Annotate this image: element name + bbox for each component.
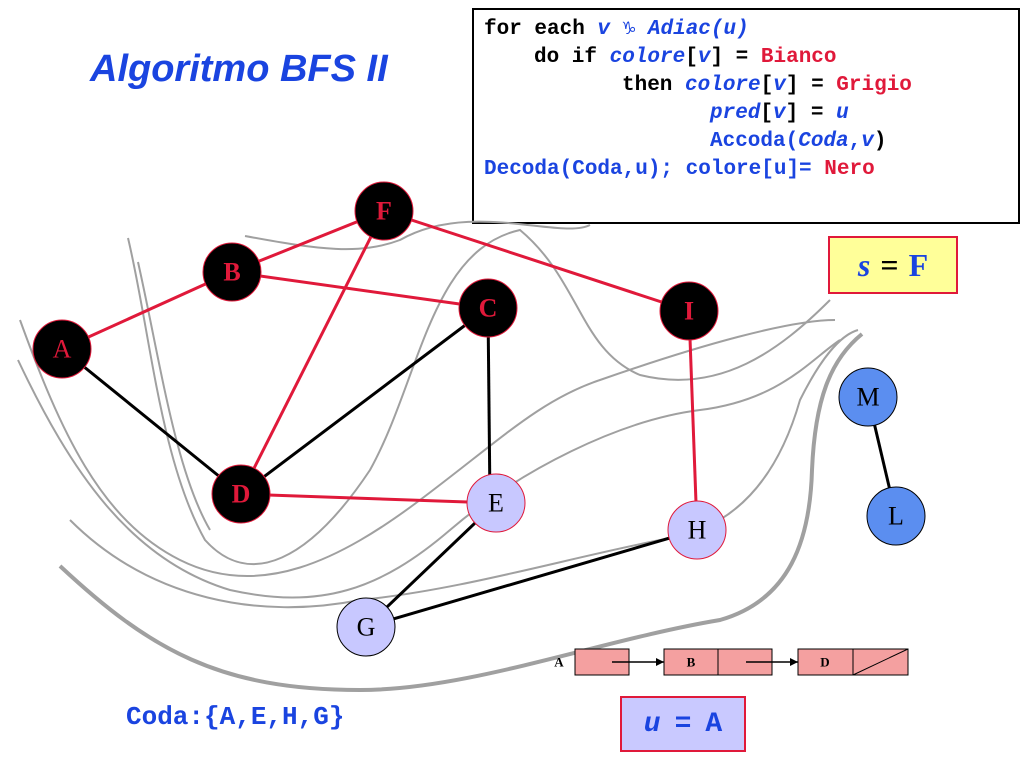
queue-contents: Coda:{A,E,H,G} — [126, 702, 345, 732]
graph-nodes: F B A C I D E H — [32, 181, 926, 657]
level-curve-4 — [19, 319, 836, 578]
code-line-4: pred[v] = u — [710, 102, 849, 125]
source-var: s — [857, 246, 871, 283]
node-B: B — [202, 242, 262, 302]
svg-text:F: F — [376, 197, 392, 226]
svg-text:D: D — [820, 655, 829, 670]
node-M: M — [838, 367, 898, 427]
level-curve-5 — [17, 339, 841, 599]
code-line-1: for each v ♑ Adiac(u) — [484, 18, 749, 41]
graph-edges — [61, 209, 898, 629]
svg-text:G: G — [357, 613, 376, 642]
svg-text:E: E — [488, 489, 504, 518]
svg-text:C: C — [479, 294, 498, 323]
node-H: H — [667, 500, 727, 560]
level-curve-2 — [127, 228, 831, 566]
level-curve-3 — [137, 261, 211, 531]
code-line-5: Accoda(Coda,v) — [710, 130, 887, 153]
node-C: C — [458, 278, 518, 338]
source-node-box: s = F — [828, 236, 958, 294]
edge-D-E — [240, 492, 497, 505]
edge-A-B — [61, 270, 233, 351]
code-line-3: then colore[v] = Grigio — [622, 74, 912, 97]
null-pointer-mark — [852, 648, 909, 676]
code-line-6: Decoda(Coda,u); colore[u]= Nero — [484, 158, 875, 181]
svg-text:A: A — [53, 335, 72, 364]
pseudocode-box: for each v ♑ Adiac(u) do if colore[v] = … — [472, 8, 1020, 224]
adjacency-list: A B D — [554, 648, 909, 676]
svg-text:B: B — [223, 258, 240, 287]
edge-F-D — [239, 210, 386, 495]
node-A: A — [32, 319, 92, 379]
slide-title: Algoritmo BFS II — [90, 48, 388, 90]
svg-text:M: M — [856, 383, 879, 412]
node-F: F — [354, 181, 414, 241]
level-curves — [17, 220, 859, 609]
edge-G-H — [365, 528, 698, 629]
source-equals: = — [880, 246, 899, 283]
current-node-box: u = A — [620, 696, 746, 752]
node-D: D — [211, 464, 271, 524]
svg-text:D: D — [232, 480, 251, 509]
edge-F-I — [383, 209, 690, 313]
component-boundary — [58, 332, 864, 693]
current-value: A — [705, 708, 723, 740]
node-E: E — [466, 473, 526, 533]
code-line-2: do if colore[v] = Bianco — [534, 46, 837, 69]
current-var: u — [643, 708, 661, 740]
node-L: L — [866, 486, 926, 546]
svg-text:B: B — [687, 655, 696, 670]
source-value: F — [908, 246, 929, 283]
svg-text:L: L — [888, 502, 904, 531]
edge-C-E — [486, 307, 492, 504]
level-curve-6 — [69, 329, 859, 609]
edge-A-D — [61, 347, 242, 496]
node-G: G — [336, 597, 396, 657]
node-I: I — [659, 281, 719, 341]
edge-C-D — [240, 306, 489, 496]
edge-I-H — [687, 310, 699, 531]
edge-B-C — [231, 270, 489, 310]
level-curve-1 — [244, 220, 591, 251]
svg-text:I: I — [684, 297, 694, 326]
svg-text:H: H — [688, 516, 707, 545]
current-equals: = — [674, 708, 692, 740]
adjacency-head-label: A — [554, 655, 564, 670]
edge-E-G — [364, 501, 498, 629]
